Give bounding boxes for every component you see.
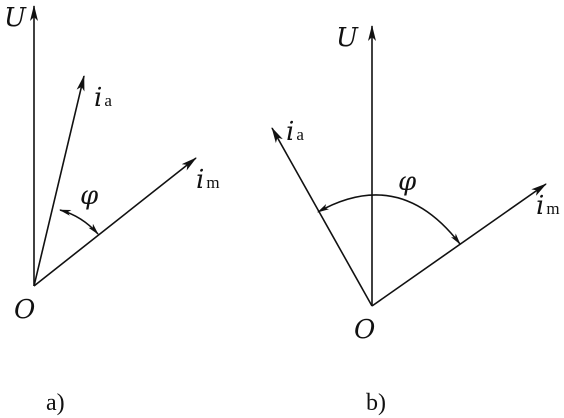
panel-b-im-symbol: i [536, 191, 544, 221]
panel-a-ia-subscript: a [104, 91, 112, 110]
panel-a-angle-arc [59, 209, 99, 235]
panel-b-label-origin: O [354, 315, 375, 345]
panel-b-vector-im [371, 183, 547, 307]
panel-a-label-u: U [4, 3, 27, 33]
panel-b-ia-subscript: a [296, 125, 304, 144]
panel-a-vector-im [33, 157, 197, 287]
panel-a-im-subscript: m [206, 173, 219, 192]
panel-b-caption: b) [366, 390, 386, 416]
panel-a-vector-ia [33, 75, 85, 287]
panel-a-label-phi: φ [80, 181, 99, 211]
panel-a-ia-symbol: i [94, 83, 102, 113]
panel-b-label-phi: φ [398, 167, 417, 197]
panel-b-ia-symbol: i [286, 117, 294, 147]
panel-b-vector-ia [271, 127, 373, 307]
panel-b-label-u: U [336, 23, 359, 53]
panel-a-caption: a) [46, 390, 65, 416]
panel-b-angle-arc [317, 194, 461, 245]
panel-b-im-subscript: m [546, 199, 559, 218]
panel-a-im-symbol: i [196, 165, 204, 195]
panel-a-label-origin: O [14, 295, 35, 325]
